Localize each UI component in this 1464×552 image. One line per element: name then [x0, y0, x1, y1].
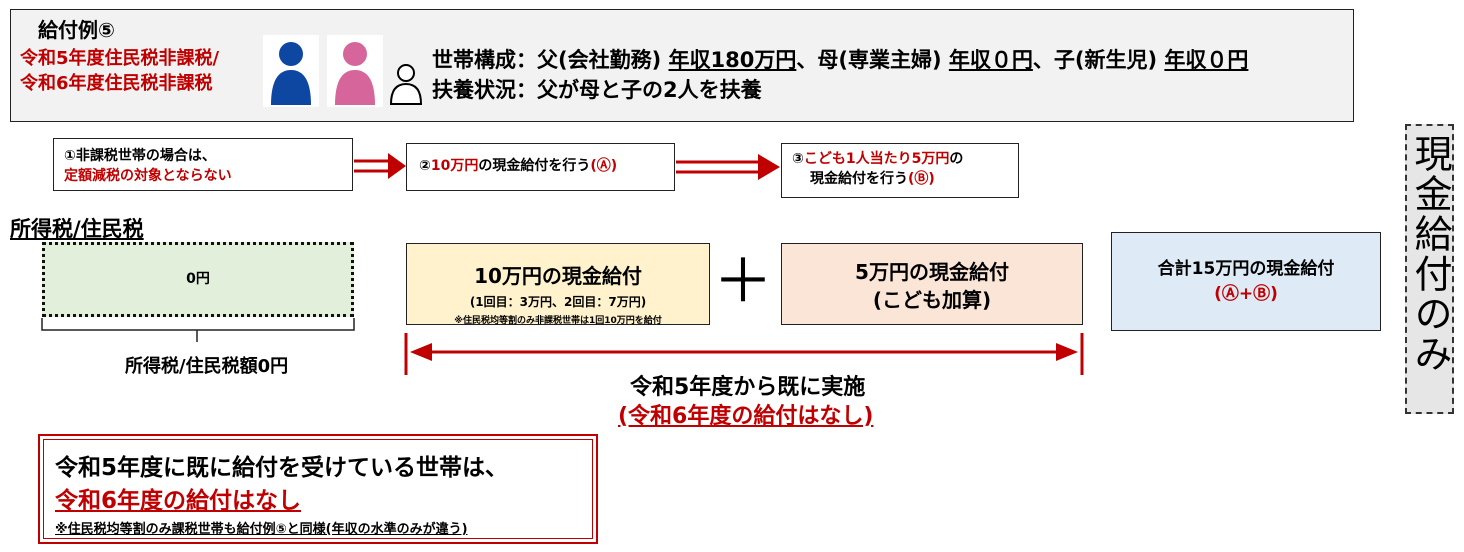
benefit-50k-box: 5万円の現金給付 (こども加算): [781, 243, 1083, 325]
step-2-to-3-arrow: [676, 154, 780, 180]
step-1-line-2: 定額減税の対象とならない: [64, 168, 232, 184]
tax-heading: 所得税/住民税: [10, 217, 144, 241]
step-1-line-1: ①非課税世帯の場合は、: [64, 148, 216, 164]
household-info-box: [10, 9, 1354, 122]
cash-benefit-only-text: 現金給付のみ: [1408, 134, 1452, 374]
summary-note-footnote: ※住民税均等割のみ課税世帯も給付例⑤と同様(年収の水準のみが違う): [55, 522, 468, 537]
total-benefit-formula: (Ⓐ+Ⓑ): [1214, 284, 1278, 304]
step-1-box: ①非課税世帯の場合は、 定額減税の対象とならない: [53, 138, 353, 191]
benefit-50k-subtitle: (こども加算): [872, 288, 992, 312]
plus-icon: ＋: [713, 247, 773, 317]
step-3-particle: の: [949, 151, 964, 167]
step-3-number: ③: [792, 151, 804, 167]
summary-note-inner-border: [43, 439, 593, 539]
child-income: 年収０円: [1164, 48, 1249, 72]
benefit-100k-box: 10万円の現金給付 (1回目：3万円、2回目：7万円) ※住民税均等割のみ非課税…: [406, 243, 710, 326]
benefit-100k-note: ※住民税均等割のみ非課税世帯は1回10万円を給付: [454, 316, 662, 326]
mother-income: 年収０円: [948, 48, 1033, 72]
total-benefit-box: 合計15万円の現金給付 (Ⓐ+Ⓑ): [1111, 232, 1381, 331]
tax-amount-box: 0円: [42, 242, 354, 317]
step-2-box: ②10万円の現金給付を行う(Ⓐ): [406, 143, 675, 191]
summary-note-box: [38, 434, 598, 544]
benefit-100k-title: 10万円の現金給付: [474, 264, 642, 288]
step-3-text: 現金給付を行う: [810, 171, 908, 187]
dependency-status: 扶養状況：父が母と子の2人を扶養: [432, 78, 762, 102]
mother-icon: [327, 35, 383, 107]
summary-note-line-2: 令和6年度の給付はなし: [55, 488, 302, 514]
composition-child: 、子(新生児): [1032, 48, 1165, 72]
step-2-text: の現金給付を行う: [478, 158, 591, 174]
implementation-note: 令和5年度から既に実施: [630, 375, 866, 400]
step-2-amount: 10万円: [430, 158, 479, 174]
father-icon: [263, 35, 319, 107]
cash-benefit-only-label: 現金給付のみ: [1405, 124, 1454, 414]
step-2-number: ②: [419, 158, 431, 174]
tax-status-line-2: 令和6年度住民税非課税: [20, 73, 213, 94]
benefit-100k-breakdown: (1回目：3万円、2回目：7万円): [469, 295, 647, 309]
father-income: 年収180万円: [668, 48, 797, 72]
composition-label: 世帯構成：父(会社勤務): [432, 48, 669, 72]
implementation-note-red: (令和6年度の給付はなし): [618, 404, 874, 429]
benefit-50k-title: 5万円の現金給付: [855, 260, 1009, 284]
total-benefit-title: 合計15万円の現金給付: [1157, 259, 1335, 279]
composition-mother: 、母(専業主婦): [796, 48, 949, 72]
period-double-arrow: [404, 333, 1084, 375]
child-icon: [387, 62, 425, 107]
step-3-box: ③こども1人当たり5万円の 現金給付を行う(Ⓑ): [781, 143, 1019, 198]
tax-amount-caption: 所得税/住民税額0円: [125, 356, 289, 377]
step-1-to-2-arrow: [354, 153, 406, 179]
step-2-mark: (Ⓐ): [590, 158, 618, 174]
tax-bracket: [41, 318, 355, 342]
step-3-mark: (Ⓑ): [908, 171, 935, 187]
household-composition: 世帯構成：父(会社勤務) 年収180万円、母(専業主婦) 年収０円、子(新生児)…: [432, 44, 1248, 74]
tax-status-line-1: 令和5年度住民税非課税/: [20, 48, 220, 69]
step-3-amount: こども1人当たり5万円: [803, 151, 950, 167]
summary-note-line-1: 令和5年度に既に給付を受けている世帯は、: [55, 455, 509, 481]
example-title: 給付例⑤: [38, 18, 115, 42]
